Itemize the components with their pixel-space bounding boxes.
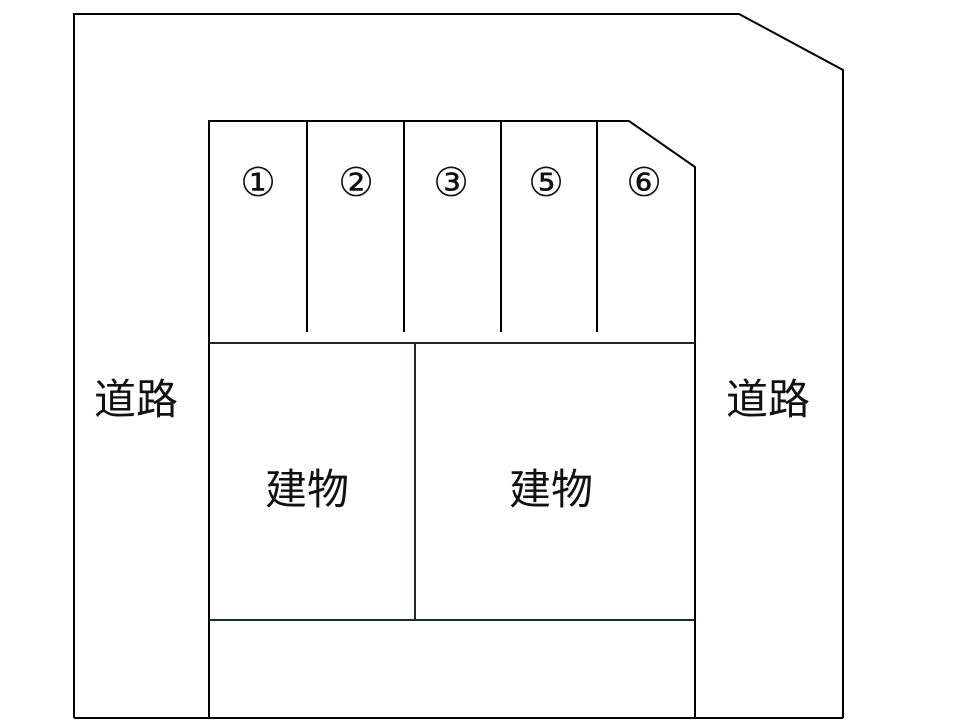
road-right-label: 道路 xyxy=(726,375,811,424)
lot-boundary xyxy=(208,120,696,718)
parking-slot-5: ⑤ xyxy=(528,160,564,206)
parking-dividers xyxy=(306,121,598,332)
parking-slot-1: ① xyxy=(240,160,276,206)
building-right-label: 建物 xyxy=(509,465,594,514)
parking-slot-2: ② xyxy=(338,160,374,206)
building-left-label: 建物 xyxy=(265,465,350,514)
road-left-label: 道路 xyxy=(94,375,179,424)
site-boundary xyxy=(73,13,844,718)
parking-slot-6: ⑥ xyxy=(626,160,662,206)
buildings xyxy=(209,342,695,621)
parking-slot-3: ③ xyxy=(433,160,469,206)
